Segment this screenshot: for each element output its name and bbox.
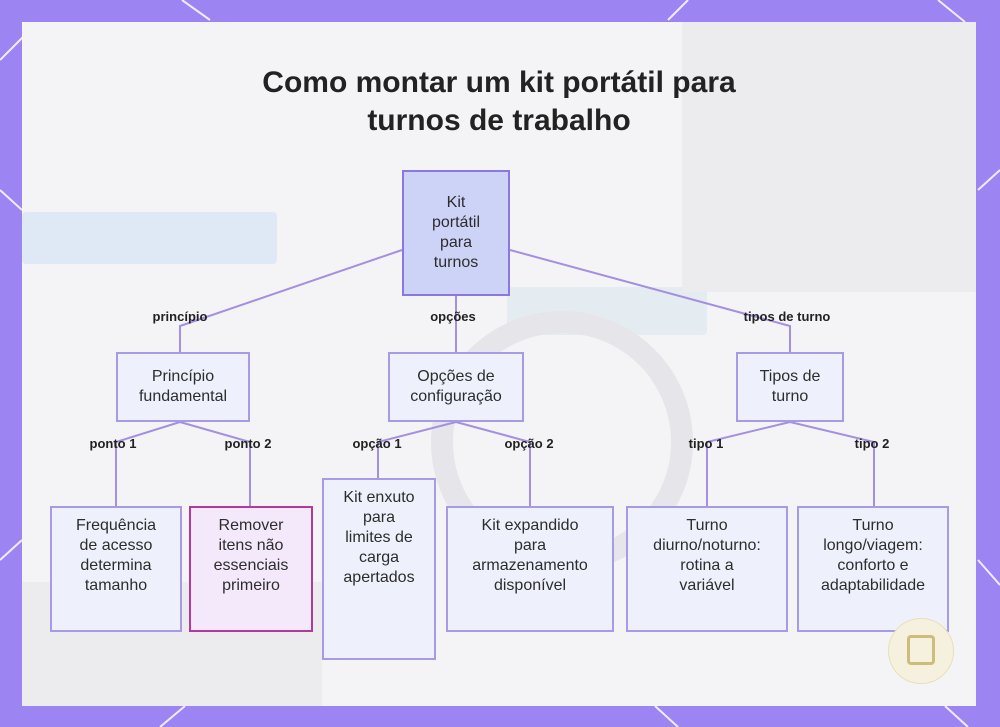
- node-opcoes-configuracao[interactable]: Opções de configuração: [388, 352, 524, 422]
- edge-tipos-longo: [790, 422, 874, 506]
- diagram-card: Como montar um kit portátil para turnos …: [22, 22, 976, 706]
- node-turno-longo-viagem[interactable]: Turno longo/viagem: conforto e adaptabil…: [797, 506, 949, 632]
- node-tipos-turno[interactable]: Tipos de turno: [736, 352, 844, 422]
- edge-label-ponto2: ponto 2: [225, 436, 272, 452]
- edge-root-principio: [180, 250, 402, 352]
- edge-root-tipos: [510, 250, 790, 352]
- node-remover-itens[interactable]: Remover itens não essenciais primeiro: [189, 506, 313, 632]
- edge-label-tipos: tipos de turno: [744, 309, 831, 325]
- node-kit-expandido[interactable]: Kit expandido para armazenamento disponí…: [446, 506, 614, 632]
- node-turno-diurno-noturno[interactable]: Turno diurno/noturno: rotina a variável: [626, 506, 788, 632]
- edge-label-opcoes: opções: [430, 309, 476, 325]
- node-root[interactable]: Kit portátil para turnos: [402, 170, 510, 296]
- edge-label-opcao1: opção 1: [352, 436, 401, 452]
- edge-tipos-diurno: [707, 422, 790, 506]
- node-frequencia-acesso[interactable]: Frequência de acesso determina tamanho: [50, 506, 182, 632]
- edge-label-tipo2: tipo 2: [855, 436, 890, 452]
- node-kit-enxuto[interactable]: Kit enxuto para limites de carga apertad…: [322, 478, 436, 660]
- app-logo-icon-glyph: [907, 635, 935, 665]
- edge-principio-frequencia: [116, 422, 180, 506]
- edge-label-principio: princípio: [153, 309, 208, 325]
- node-principio-fundamental[interactable]: Princípio fundamental: [116, 352, 250, 422]
- edge-label-ponto1: ponto 1: [90, 436, 137, 452]
- app-logo-icon: [888, 618, 954, 684]
- edge-label-opcao2: opção 2: [504, 436, 553, 452]
- edge-label-tipo1: tipo 1: [689, 436, 724, 452]
- edge-principio-remover: [180, 422, 250, 506]
- edge-opcoes-expandido: [456, 422, 530, 506]
